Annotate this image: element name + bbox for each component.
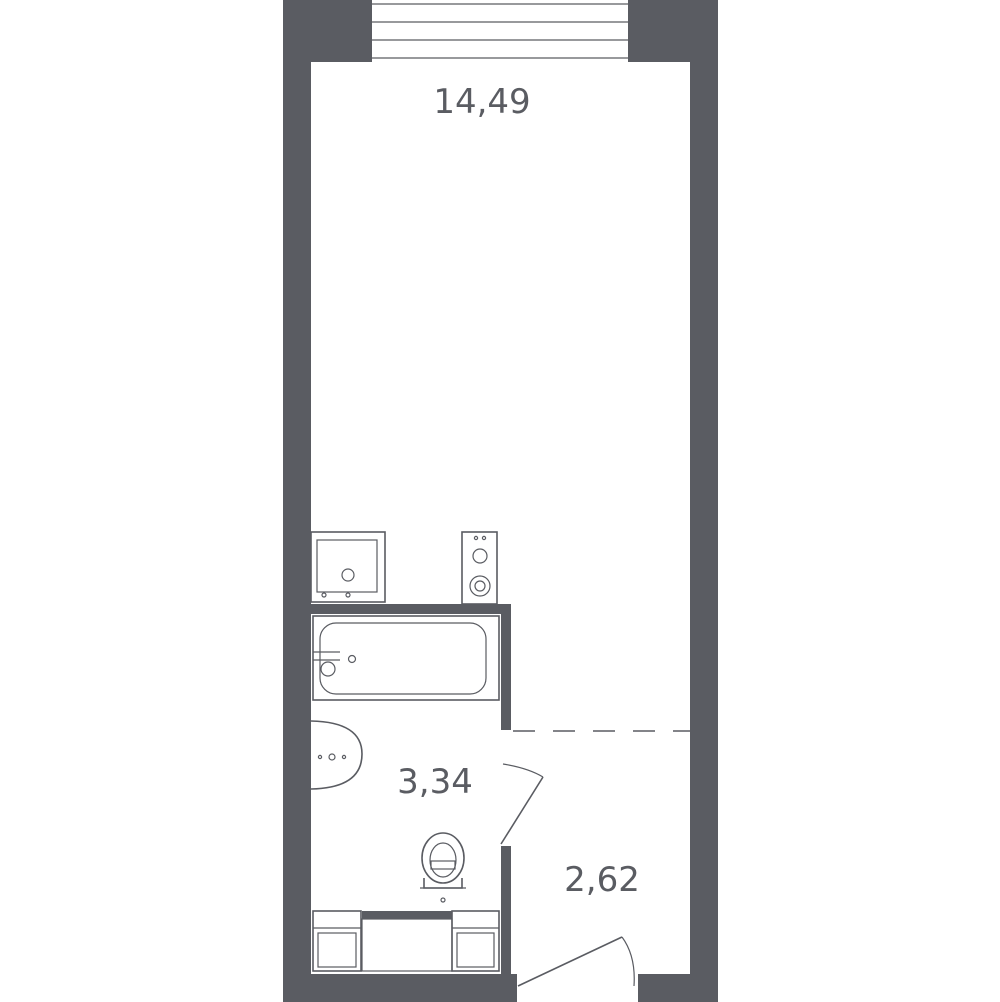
outer-walls bbox=[283, 0, 718, 1002]
stove-icon bbox=[310, 531, 386, 603]
living-room-area-label: 14,49 bbox=[433, 82, 530, 122]
bathroom-door[interactable] bbox=[500, 763, 544, 845]
wall-bathroom-right-upper bbox=[501, 604, 511, 730]
wall-right bbox=[690, 0, 718, 1002]
bathtub-icon bbox=[312, 615, 500, 701]
hallway-area-label: 2,62 bbox=[564, 860, 640, 900]
cabinet-left-icon bbox=[312, 910, 362, 972]
wall-bottom-right bbox=[638, 974, 718, 1002]
bathroom-area-label: 3,34 bbox=[397, 762, 473, 802]
toilet-icon bbox=[420, 832, 466, 903]
interior-walls bbox=[311, 604, 511, 974]
wall-bathroom-top bbox=[311, 604, 511, 614]
sink-icon bbox=[310, 720, 363, 790]
washing-machine-icon bbox=[461, 531, 498, 605]
wall-left bbox=[283, 0, 311, 1002]
bathroom-counter bbox=[361, 918, 453, 972]
cabinet-right-icon bbox=[451, 910, 500, 972]
window bbox=[372, 3, 628, 59]
wall-bottom-left bbox=[283, 974, 517, 1002]
wall-bathroom-inner bbox=[362, 911, 452, 919]
wall-bathroom-right-lower bbox=[501, 846, 511, 974]
entrance-door[interactable] bbox=[517, 936, 635, 987]
